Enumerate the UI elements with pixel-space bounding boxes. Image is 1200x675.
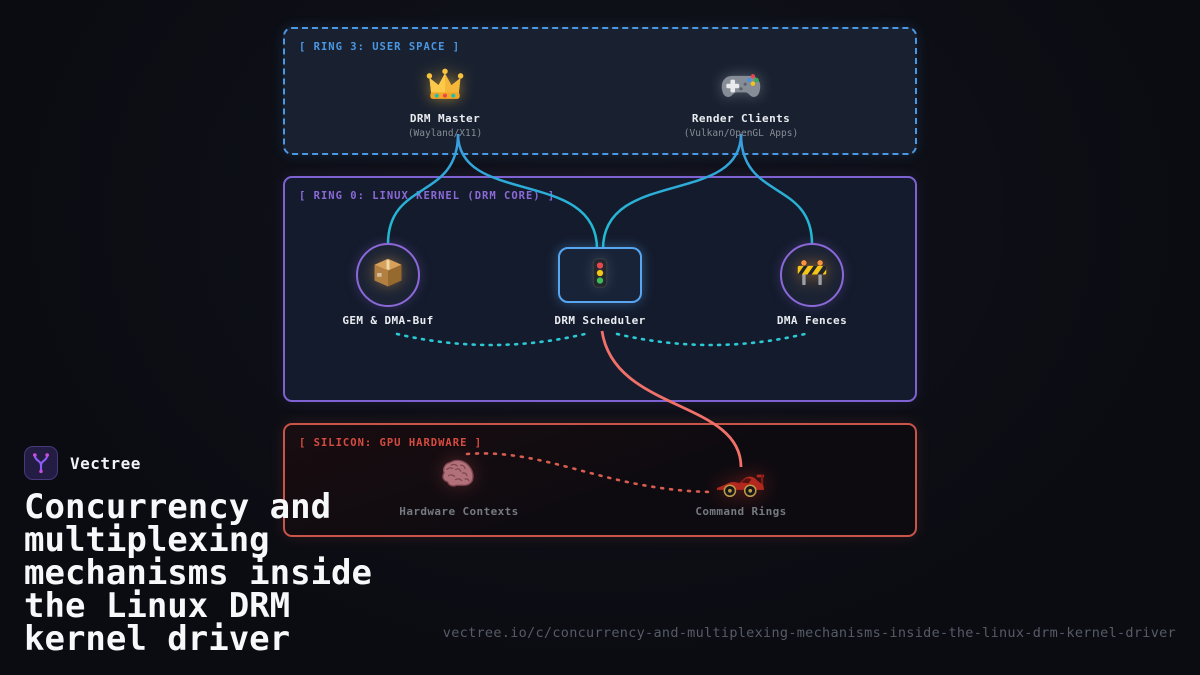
article-title-line: mechanisms inside [24, 553, 372, 593]
node-gem-dmabuf [356, 243, 420, 307]
drm-master-sublabel: (Wayland/X11) [407, 128, 483, 139]
hardware-contexts-label: Hardware Contexts [399, 505, 519, 518]
command-rings-label: Command Rings [695, 505, 787, 518]
ring3-user-space-box: [ RING 3: USER SPACE ] [283, 27, 917, 155]
render-clients-sublabel: (Vulkan/OpenGL Apps) [683, 128, 799, 139]
drm-master-label: DRM Master [409, 112, 481, 125]
node-command-rings [641, 463, 841, 504]
gem-dmabuf-label: GEM & DMA-Buf [342, 314, 434, 327]
article-title-line: the Linux DRM [24, 586, 291, 626]
brain-icon [438, 452, 480, 498]
article-title: Concurrency and multiplexing mechanisms … [24, 487, 372, 659]
node-drm-scheduler [558, 247, 642, 303]
branding-block: Vectree Concurrency and multiplexing mec… [24, 446, 372, 656]
logo-row: Vectree [24, 446, 372, 480]
render-clients-label: Render Clients [691, 112, 791, 125]
article-title-line: multiplexing [24, 520, 270, 560]
article-url: vectree.io/c/concurrency-and-multiplexin… [442, 625, 1176, 641]
race-car-icon [715, 463, 767, 504]
dma-fences-label: DMA Fences [776, 314, 848, 327]
node-hardware-contexts [359, 452, 559, 498]
node-dma-fences [780, 243, 844, 307]
traffic-light-icon [582, 255, 618, 295]
vectree-wordmark: Vectree [70, 453, 141, 473]
construction-barrier-icon [794, 255, 830, 295]
crown-icon [423, 64, 467, 108]
drm-scheduler-label: DRM Scheduler [554, 314, 646, 327]
ring0-title: [ RING 0: LINUX KERNEL (DRM CORE) ] [299, 190, 556, 202]
package-icon [370, 255, 406, 295]
node-drm-master: DRM Master (Wayland/X11) [345, 64, 545, 139]
article-title-line: Concurrency and [24, 487, 332, 527]
gamepad-icon [719, 64, 763, 108]
node-render-clients: Render Clients (Vulkan/OpenGL Apps) [641, 64, 841, 139]
vectree-logo-icon [24, 446, 58, 480]
article-title-line: kernel driver [24, 619, 291, 659]
silicon-title: [ SILICON: GPU HARDWARE ] [299, 437, 483, 449]
ring3-title: [ RING 3: USER SPACE ] [299, 41, 461, 53]
